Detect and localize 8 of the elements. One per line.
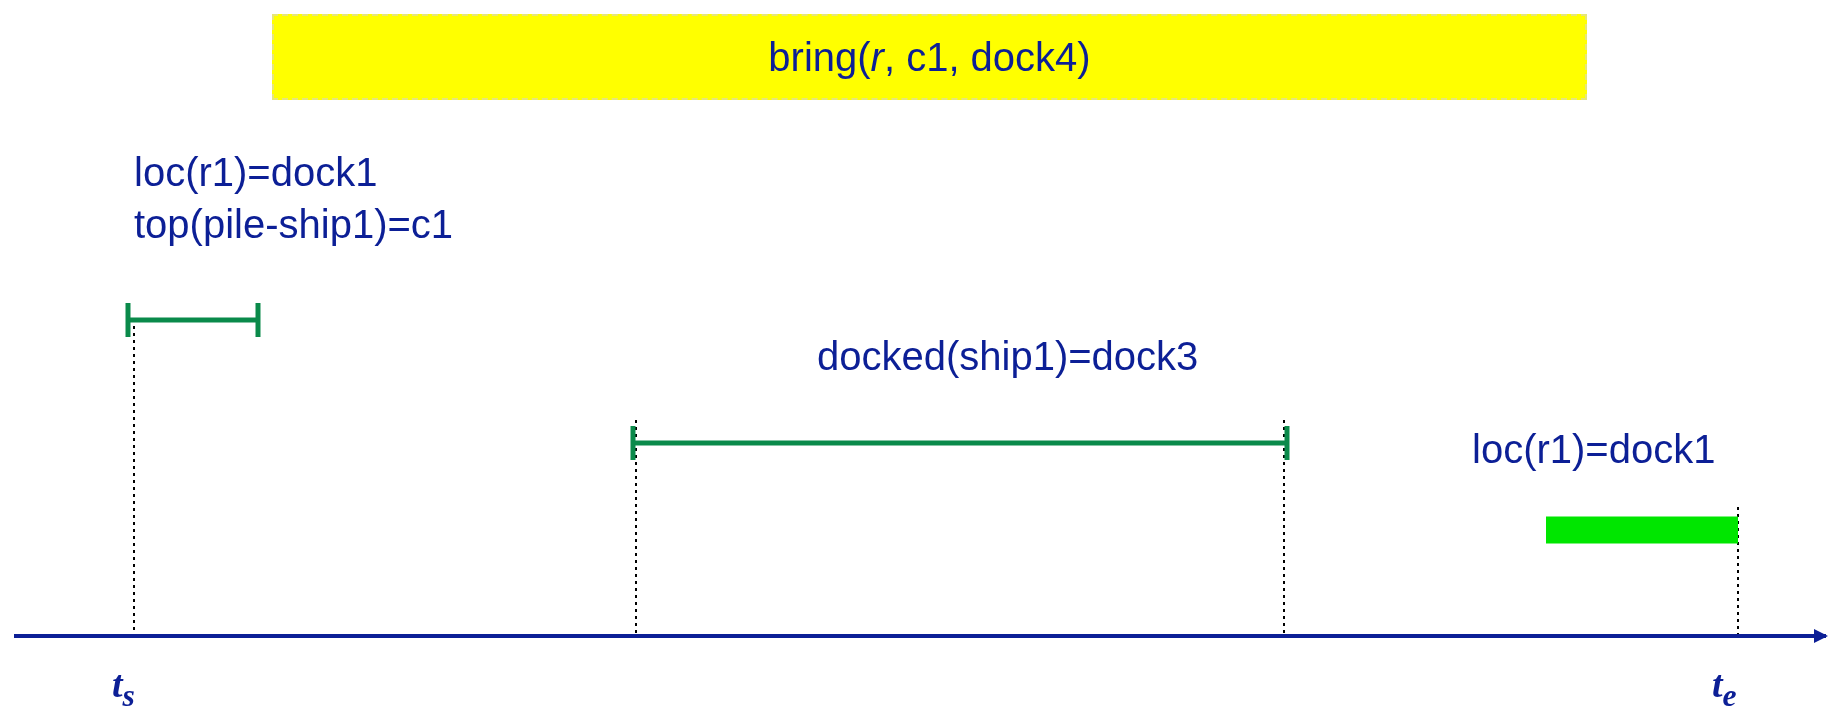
time-point-label: t$_{e}$ xyxy=(1712,662,1737,709)
condition-label: loc(r1)=dock1 xyxy=(1472,426,1716,473)
task-label: bring(r, c1, dock4) xyxy=(768,34,1091,80)
condition-label: top(pile-ship1)=c1 xyxy=(134,201,454,248)
condition-label: loc(r1)=dock1 xyxy=(134,149,378,196)
task-box xyxy=(272,14,1587,100)
time-point-label: t$_{s}$ xyxy=(112,662,135,709)
condition-label: docked(ship1)=dock3 xyxy=(817,333,1199,380)
